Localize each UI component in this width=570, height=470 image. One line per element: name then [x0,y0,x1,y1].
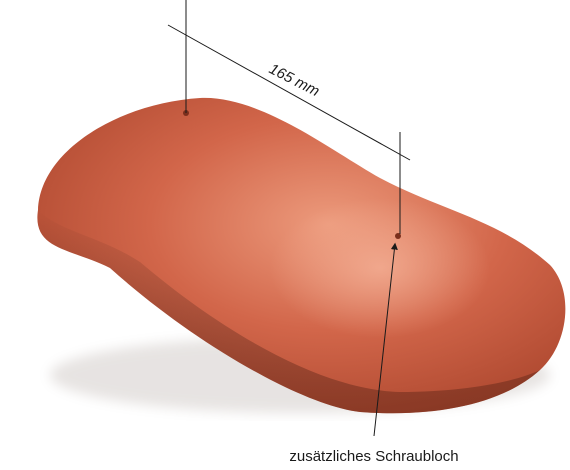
dimension-line [167,24,411,161]
screw-hole-additional [395,233,401,239]
tile-highlight [270,198,490,338]
tile-edge-shade [37,210,541,414]
dimension-label: 165 mm [266,60,322,100]
callout-label: zusätzliches Schraubloch [289,448,458,465]
callout-leader-arrow [373,242,398,437]
